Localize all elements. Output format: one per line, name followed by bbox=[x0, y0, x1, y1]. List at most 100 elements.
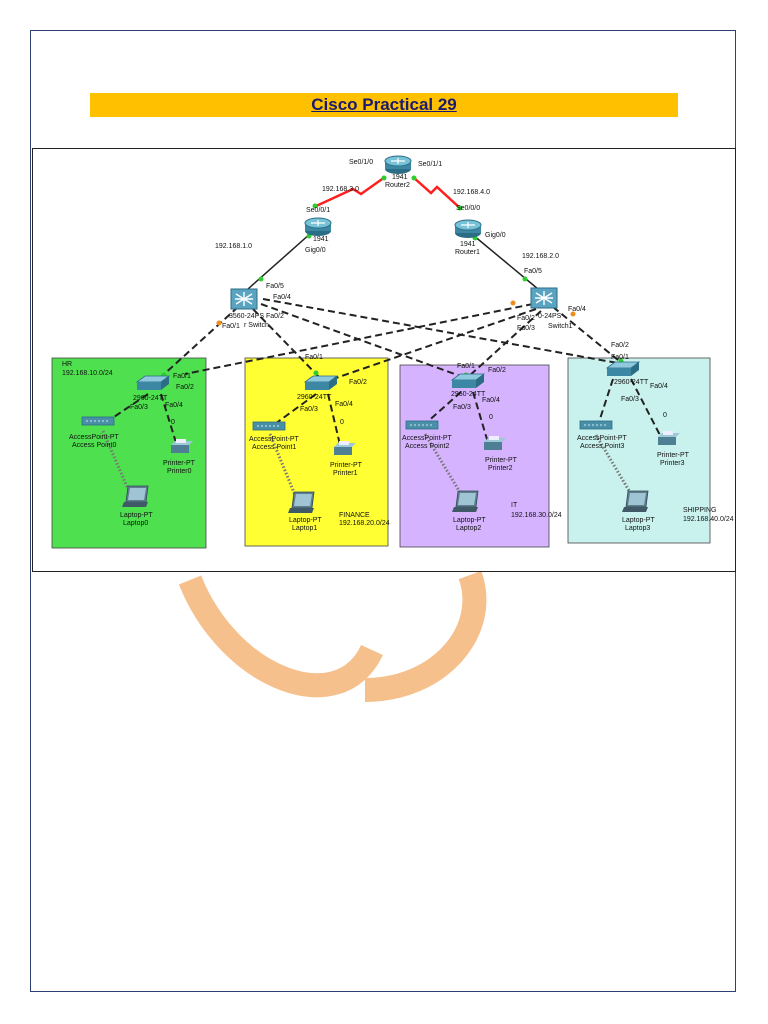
link-router1-mls-right bbox=[472, 234, 539, 290]
router-icon bbox=[304, 217, 332, 237]
mls-left-name: r Switch bbox=[244, 322, 269, 329]
network-diagram-frame: Se0/1/0 Se0/1/1 1941 Router2 Se0/0/1 194… bbox=[32, 148, 736, 572]
link-status-markers bbox=[161, 175, 624, 378]
mls-right-port-fa05: Fa0/5 bbox=[524, 268, 542, 275]
multilayer-switch-left[interactable]: Fa0/5 Fa0/4 Fa0/2 Fa0/1 3560-24PS r Swit… bbox=[222, 283, 291, 330]
access-point-icon[interactable] bbox=[579, 420, 613, 430]
port-fa03: Fa0/3 bbox=[130, 404, 148, 411]
department-shipping: 2960-24TT Fa0/1 Fa0/2 Fa0/3 Fa0/4 0 Acce… bbox=[577, 342, 734, 532]
multilayer-switch-right[interactable]: Fa0/5 Fa0/4 Fa0/2 Fa0/3 0-24PS Switch1 bbox=[517, 268, 586, 332]
router1[interactable]: Se0/0/0 1941 Router1 Gig0/0 bbox=[454, 205, 506, 256]
printer-type: Printer-PT bbox=[657, 452, 690, 459]
mlswitch-icon bbox=[230, 288, 258, 310]
router2-name: Router2 bbox=[385, 182, 410, 189]
department-subnet: 192.168.40.0/24 bbox=[683, 516, 734, 523]
printer-port: 0 bbox=[340, 419, 344, 426]
switch-model: 2960-24TT bbox=[451, 391, 486, 398]
department-finance: 2960-24TT Fa0/1 Fa0/2 Fa0/3 Fa0/4 0 Acce… bbox=[249, 354, 390, 532]
mls-right-name: Switch1 bbox=[548, 323, 573, 330]
department-subnet: 192.168.20.0/24 bbox=[339, 520, 390, 527]
mls-left-port-fa04: Fa0/4 bbox=[273, 294, 291, 301]
department-name: FINANCE bbox=[339, 512, 370, 519]
mls-left-port-fa05: Fa0/5 bbox=[266, 283, 284, 290]
ap-name: Access Point1 bbox=[252, 444, 296, 451]
laptop-name: Laptop0 bbox=[123, 520, 148, 527]
router0[interactable]: Se0/0/1 1941 Gig0/0 bbox=[304, 207, 332, 254]
serial-link-router0-router2 bbox=[313, 175, 386, 209]
laptop-name: Laptop1 bbox=[292, 525, 317, 532]
title-bar: Cisco Practical 29 bbox=[90, 93, 678, 117]
mls-right-port-fa04: Fa0/4 bbox=[568, 306, 586, 313]
printer-name: Printer1 bbox=[333, 470, 358, 477]
router1-name: Router1 bbox=[455, 249, 480, 256]
port-fa02: Fa0/2 bbox=[176, 384, 194, 391]
laptop-name: Laptop3 bbox=[625, 525, 650, 532]
mls-left-port-fa01: Fa0/1 bbox=[222, 323, 240, 330]
ap-name: Access Point2 bbox=[405, 443, 449, 450]
router1-port-bottom: Gig0/0 bbox=[485, 232, 506, 239]
department-name: IT bbox=[511, 502, 518, 509]
laptop-type: Laptop-PT bbox=[289, 517, 322, 524]
router1-port-top: Se0/0/0 bbox=[456, 205, 480, 212]
port-fa01: Fa0/1 bbox=[173, 373, 191, 380]
router2[interactable]: Se0/1/0 Se0/1/1 1941 Router2 bbox=[349, 155, 442, 189]
network-right-serial: 192.168.4.0 bbox=[453, 189, 490, 196]
department-subnet: 192.168.30.0/24 bbox=[511, 512, 562, 519]
port-fa04: Fa0/4 bbox=[650, 383, 668, 390]
port-fa04: Fa0/4 bbox=[165, 402, 183, 409]
network-left-serial: 192.168.3.0 bbox=[322, 186, 359, 193]
department-subnet: 192.168.10.0/24 bbox=[62, 370, 113, 377]
trunk-links bbox=[160, 298, 624, 380]
laptop-type: Laptop-PT bbox=[622, 517, 655, 524]
access-point-icon[interactable] bbox=[252, 421, 286, 431]
network-left-lan: 192.168.1.0 bbox=[215, 243, 252, 250]
laptop-name: Laptop2 bbox=[456, 525, 481, 532]
port-fa03: Fa0/3 bbox=[453, 404, 471, 411]
router1-model: 1941 bbox=[460, 241, 476, 248]
port-fa03: Fa0/3 bbox=[300, 406, 318, 413]
ap-type: AccessPoint-PT bbox=[249, 436, 300, 443]
mls-left-model: 3560-24PS bbox=[229, 313, 264, 320]
mlswitch-icon bbox=[530, 287, 558, 309]
printer-name: Printer3 bbox=[660, 460, 685, 467]
laptop-type: Laptop-PT bbox=[120, 512, 153, 519]
router0-port-bottom: Gig0/0 bbox=[305, 247, 326, 254]
access-point-icon[interactable] bbox=[81, 416, 115, 426]
printer-type: Printer-PT bbox=[163, 460, 196, 467]
ap-type: AccessPoint-PT bbox=[402, 435, 453, 442]
department-name: HR bbox=[62, 361, 72, 368]
printer-port: 0 bbox=[489, 414, 493, 421]
printer-name: Printer2 bbox=[488, 465, 513, 472]
mls-left-port-fa02: Fa0/2 bbox=[266, 313, 284, 320]
port-fa02: Fa0/2 bbox=[611, 342, 629, 349]
access-point-icon[interactable] bbox=[405, 420, 439, 430]
router2-port-right: Se0/1/1 bbox=[418, 161, 442, 168]
department-hr: HR 192.168.10.0/24 2960-24TT Fa0/1 Fa0/2… bbox=[62, 361, 196, 527]
router2-model: 1941 bbox=[392, 174, 408, 181]
port-fa04: Fa0/4 bbox=[482, 397, 500, 404]
page-title: Cisco Practical 29 bbox=[311, 95, 457, 114]
laptop-type: Laptop-PT bbox=[453, 517, 486, 524]
printer-port: 0 bbox=[663, 412, 667, 419]
ap-name: Access Point3 bbox=[580, 443, 624, 450]
printer-type: Printer-PT bbox=[330, 462, 363, 469]
port-fa01: Fa0/1 bbox=[611, 354, 629, 361]
access-links bbox=[107, 378, 664, 450]
mls-right-model: 0-24PS bbox=[538, 313, 562, 320]
link-router0-mls-left bbox=[247, 232, 312, 290]
printer-port: 0 bbox=[171, 419, 175, 426]
mls-right-port-fa03: Fa0/3 bbox=[517, 325, 535, 332]
port-fa04: Fa0/4 bbox=[335, 401, 353, 408]
ap-type: AccessPoint-PT bbox=[577, 435, 628, 442]
shipping-zone bbox=[567, 357, 711, 544]
ap-type: AccessPoint-PT bbox=[69, 434, 120, 441]
serial-link-router2-router1 bbox=[412, 176, 462, 210]
network-right-lan: 192.168.2.0 bbox=[522, 253, 559, 260]
switch-model: 2960-24TT bbox=[297, 394, 332, 401]
switch-model: 2960-24TT bbox=[614, 379, 649, 386]
port-fa02: Fa0/2 bbox=[488, 367, 506, 374]
router0-port-top: Se0/0/1 bbox=[306, 207, 330, 214]
router-icon bbox=[384, 155, 412, 175]
wireless-links bbox=[101, 430, 633, 496]
router-icon bbox=[454, 219, 482, 239]
